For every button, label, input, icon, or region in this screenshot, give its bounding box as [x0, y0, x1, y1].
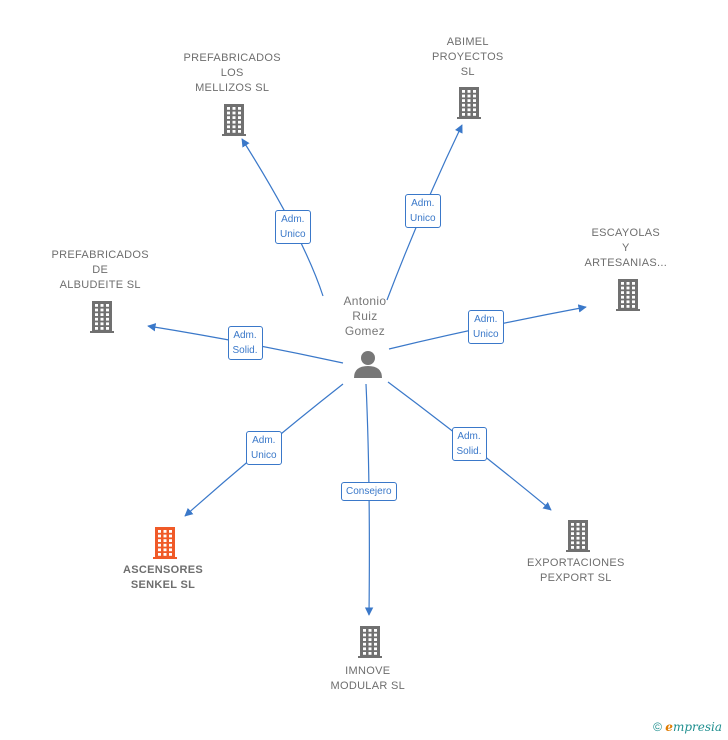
edge-label-prefabricados-albudeite[interactable]: Adm. Solid.: [227, 326, 263, 360]
edge-label-exportaciones-pexport[interactable]: Adm. Solid.: [451, 427, 487, 461]
company-label-exportaciones-pexport[interactable]: EXPORTACIONES PEXPORT SL: [527, 557, 625, 584]
building-icon[interactable]: [90, 301, 114, 333]
brand-logo-e: e: [665, 720, 673, 734]
brand-footer: © empresia: [653, 720, 722, 734]
edge-label-prefabricados-los-mellizos[interactable]: Adm. Unico: [275, 210, 311, 244]
company-label-ascensores-senkel[interactable]: ASCENSORES SENKEL SL: [123, 564, 204, 591]
company-label-prefabricados-los-mellizos[interactable]: PREFABRICADOS LOS MELLIZOS SL: [183, 51, 281, 94]
edge-label-ascensores-senkel[interactable]: Adm. Unico: [246, 431, 282, 465]
copyright-icon: ©: [653, 720, 662, 734]
building-icon[interactable]: [616, 279, 640, 311]
company-label-abimel-proyectos[interactable]: ABIMEL PROYECTOS SL: [432, 35, 504, 78]
building-icon[interactable]: [153, 527, 177, 559]
person-icon[interactable]: [354, 351, 382, 378]
building-icon[interactable]: [222, 104, 246, 136]
company-label-imnove-modular[interactable]: IMNOVE MODULAR SL: [330, 665, 406, 692]
building-icon[interactable]: [457, 87, 481, 119]
company-label-prefabricados-albudeite[interactable]: PREFABRICADOS DE ALBUDEITE SL: [51, 248, 149, 291]
company-label-escayolas-artesanias[interactable]: ESCAYOLAS Y ARTESANIAS...: [584, 226, 668, 269]
person-label[interactable]: Antonio Ruiz Gomez: [343, 293, 387, 338]
building-icon[interactable]: [566, 520, 590, 552]
brand-logo-text: mpresia: [672, 720, 722, 734]
edge-label-abimel-proyectos[interactable]: Adm. Unico: [405, 194, 441, 228]
edge-label-imnove-modular[interactable]: Consejero: [341, 481, 397, 501]
edge-label-escayolas-artesanias[interactable]: Adm. Unico: [468, 310, 504, 344]
building-icon[interactable]: [358, 626, 382, 658]
